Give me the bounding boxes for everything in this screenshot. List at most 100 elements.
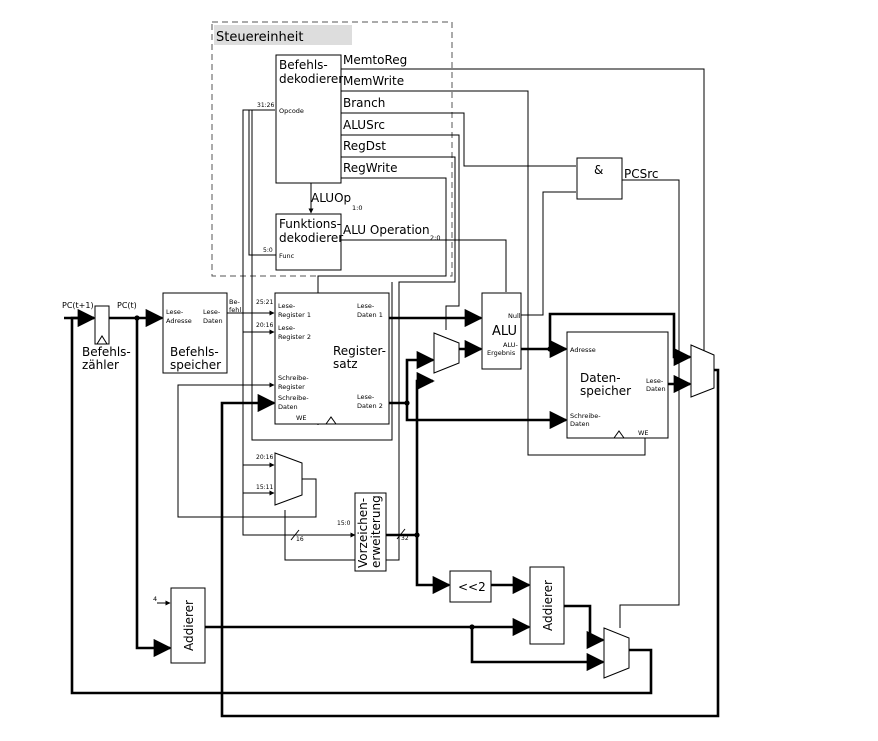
pc-name-2: zähler (82, 358, 119, 372)
shift-left-2: <<2 (449, 570, 492, 603)
data-mem-we: WE (638, 429, 649, 437)
alu-name: ALU (492, 324, 517, 339)
memtoreg-mux (690, 344, 715, 398)
pc-adder: Addierer 4 (153, 587, 206, 664)
register-file: Lese- Register 1 Lese- Register 2 Schrei… (274, 292, 390, 425)
wire-alu-operation (341, 239, 507, 292)
alu-result-1: ALU- (503, 341, 519, 349)
signal-alusrc: ALUSrc (343, 118, 385, 132)
pc-in-label: PC(t+1) (62, 301, 94, 310)
data-mem-wd-1: Schreibe- (570, 412, 601, 420)
shift-box (449, 570, 492, 603)
data-mem-addr: Adresse (570, 346, 596, 354)
data-memory: Adresse Lese- Daten Schreibe- Daten WE D… (566, 331, 669, 439)
regfile-wr-2: Register (278, 383, 305, 391)
width-slash-16 (290, 529, 300, 541)
instr-mem-in-1: Lese- (166, 308, 184, 316)
instruction-memory: Lese- Adresse Lese- Daten Befehls- speic… (162, 292, 241, 374)
pc-adder-box (170, 587, 206, 664)
instr-bus-2: fehl (229, 306, 241, 314)
width-32: 32 (401, 535, 409, 542)
mux-in1-bits: 15:11 (256, 484, 273, 491)
control-unit-title-bg (214, 25, 352, 45)
instr-mem-in-2: Adresse (166, 317, 192, 325)
control-wires (284, 68, 705, 628)
data-mem-wd-2: Daten (570, 420, 590, 428)
regfile-rd2-2: Daten 2 (357, 402, 383, 410)
opcode-label: Opcode (279, 107, 304, 115)
signext-name-1: Vorzeichen- (356, 498, 370, 568)
aluop-bits: 1:0 (352, 204, 362, 212)
func-label: Func (279, 252, 295, 260)
func-decoder (275, 213, 342, 271)
data-mem-box (566, 331, 669, 439)
signext-in-bits: 15:0 (337, 520, 351, 527)
regfile-rd1-2: Daten 1 (357, 311, 383, 319)
regfile-rd1-1: Lese- (357, 302, 375, 310)
instr-mem-out-2: Daten (203, 317, 223, 325)
data-mem-name-1: Daten- (580, 371, 621, 385)
regdst-mux (274, 452, 303, 506)
junction-imm (414, 532, 420, 538)
wire-alu-wb (548, 312, 692, 367)
func-decoder-label-2: dekodierer (279, 231, 343, 245)
control-unit: Steuereinheit Befehls- dekodierer Opcode… (211, 21, 453, 277)
signal-memtoreg: MemtoReg (343, 53, 407, 67)
pc-register (94, 305, 110, 345)
branch-adder-box (529, 566, 565, 645)
instr-mem-name-2: speicher (170, 358, 221, 372)
wire-imm-shift (415, 535, 451, 595)
and-gate-box (576, 157, 623, 200)
wire-pcsrc (619, 179, 680, 628)
pcsrc-label: PCSrc (624, 167, 659, 181)
rt-bits: 20:16 (256, 322, 273, 329)
opcode-bits: 31:26 (257, 102, 274, 109)
pcsrc-mux (603, 627, 630, 679)
wire-pc-next (70, 316, 653, 695)
regfile-rd2-1: Lese- (357, 393, 375, 401)
main-decoder (275, 54, 342, 184)
wire-regdst (284, 156, 456, 561)
const-4: 4 (153, 595, 157, 603)
wire-alusrc (341, 134, 460, 330)
regfile-wr-1: Schreibe- (278, 374, 309, 382)
signal-memwrite: MemWrite (343, 74, 404, 88)
pc-adder-name: Addierer (182, 600, 196, 651)
wire-write-reg (177, 382, 317, 518)
main-decoder-label-1: Befehls- (279, 58, 328, 72)
func-bits: 5:0 (263, 247, 273, 254)
data-mem-clock-icon (613, 430, 625, 439)
regfile-r1-2: Register 1 (278, 311, 311, 319)
instruction-wires: 25:21 20:16 20:16 15:11 15:0 16 32 (177, 109, 409, 543)
wire-pcplus4-mux (470, 627, 605, 672)
regfile-clock-icon (325, 416, 337, 425)
regfile-we: WE (296, 414, 307, 422)
alu: ALU Null ALU- Ergebnis (481, 292, 522, 370)
wire-opcode (242, 109, 356, 538)
signext-box (354, 492, 387, 572)
data-mem-name-2: speicher (580, 384, 631, 398)
junction-pcplus4 (469, 624, 475, 630)
func-decoder-label-1: Funktions- (279, 217, 341, 231)
pc-clock-icon (96, 335, 108, 345)
regfile-wd-1: Schreibe- (278, 394, 309, 402)
instr-mem-name-1: Befehls- (170, 345, 219, 359)
data-mem-rd-1: Lese- (646, 377, 664, 385)
regfile-box (274, 292, 390, 425)
wire-imm-mux (386, 371, 435, 537)
junctions (134, 315, 553, 630)
data-mem-rd-2: Daten (646, 385, 666, 393)
width-16: 16 (296, 536, 304, 543)
and-gate-symbol: & (594, 163, 603, 177)
program-counter: PC(t+1) PC(t) Befehls- zähler (62, 301, 137, 372)
alu-box (481, 292, 522, 370)
aluop-label: ALUOp (311, 191, 351, 205)
mux-in0-bits: 20:16 (256, 454, 273, 461)
alu-operation-label: ALU Operation (343, 223, 430, 237)
junction-rd2 (404, 400, 410, 406)
rs-bits: 25:21 (256, 299, 273, 306)
regfile-name-1: Register- (333, 344, 386, 358)
regfile-wd-2: Daten (278, 403, 298, 411)
wire-pc-to-adder (135, 318, 172, 658)
